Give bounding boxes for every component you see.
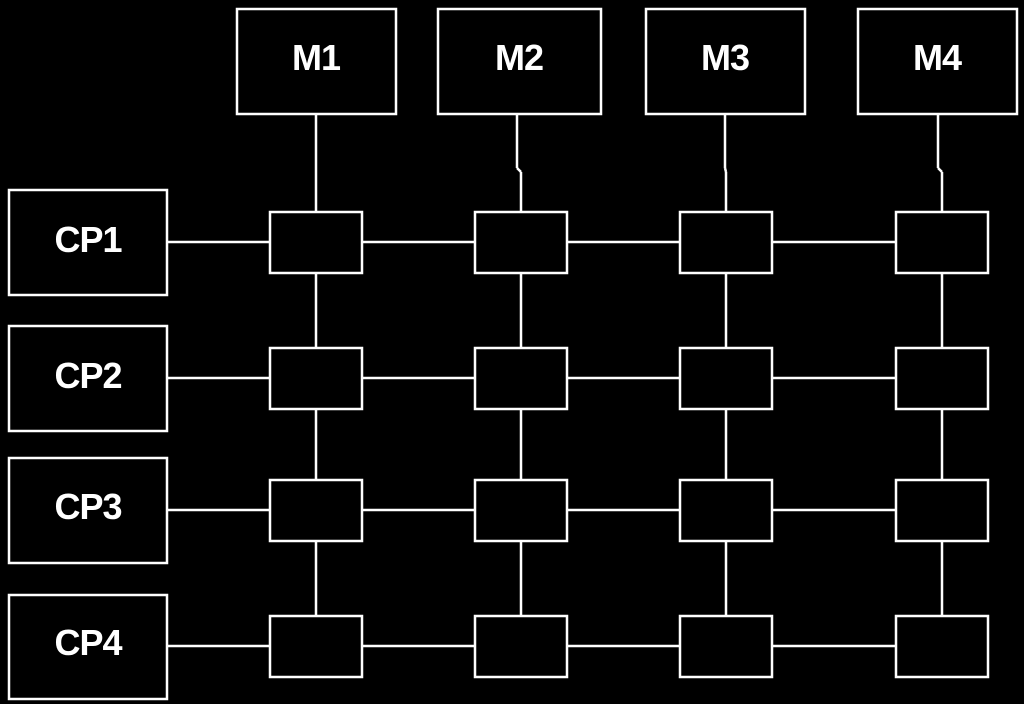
memory-bus-line bbox=[723, 167, 728, 173]
memory-module-m3: M3 bbox=[644, 7, 807, 116]
processor-cp3: CP3 bbox=[7, 456, 169, 565]
memory-label: M4 bbox=[913, 37, 962, 78]
crosspoint-switch bbox=[894, 210, 990, 275]
crosspoint-switch bbox=[473, 478, 569, 543]
crosspoint-switches bbox=[268, 210, 990, 679]
memory-bus-line bbox=[937, 167, 943, 173]
crosspoint-switch bbox=[268, 346, 364, 411]
crosspoint-switch bbox=[678, 614, 774, 679]
crosspoint-switch bbox=[473, 614, 569, 679]
crosspoint-switch bbox=[473, 210, 569, 275]
processor-cp1: CP1 bbox=[7, 188, 169, 297]
processor-label: CP3 bbox=[54, 486, 121, 527]
processor-label: CP1 bbox=[54, 219, 122, 260]
crosspoint-switch bbox=[678, 210, 774, 275]
processor-cp4: CP4 bbox=[7, 593, 169, 701]
crosspoint-switch bbox=[678, 478, 774, 543]
crosspoint-switch bbox=[894, 346, 990, 411]
crosspoint-switch bbox=[473, 346, 569, 411]
crosspoint-switch bbox=[268, 210, 364, 275]
crosspoint-switch bbox=[894, 614, 990, 679]
processor-label: CP4 bbox=[54, 622, 122, 663]
crosspoint-switch bbox=[678, 346, 774, 411]
memory-label: M1 bbox=[292, 37, 341, 78]
memory-bus-line bbox=[516, 167, 522, 173]
memory-module-m2: M2 bbox=[436, 7, 603, 116]
memory-module-m4: M4 bbox=[856, 7, 1019, 116]
crosspoint-switch bbox=[894, 478, 990, 543]
crosspoint-switch bbox=[268, 478, 364, 543]
processor-label: CP2 bbox=[54, 355, 121, 396]
memory-module-m1: M1 bbox=[235, 7, 398, 116]
processor-cp2: CP2 bbox=[7, 324, 169, 433]
memory-label: M3 bbox=[701, 37, 749, 78]
connection-lines bbox=[167, 114, 944, 648]
crosspoint-switch bbox=[268, 614, 364, 679]
memory-label: M2 bbox=[495, 37, 543, 78]
